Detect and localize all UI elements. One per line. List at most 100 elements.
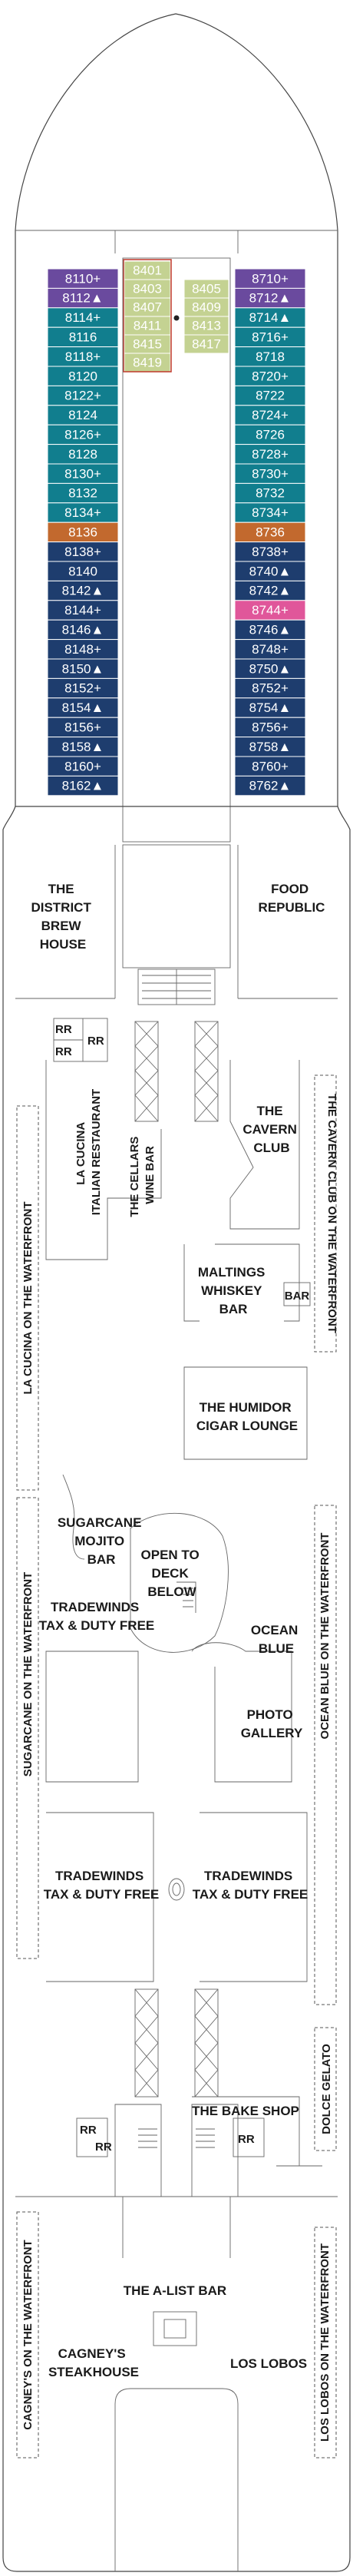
sugarcane-label: SUGARCANE MOJITO BAR (58, 1515, 145, 1567)
cabin-cell (234, 639, 306, 660)
cabin-8112[interactable]: 8112▲ (47, 287, 119, 309)
cabin-8714[interactable]: 8714▲ (234, 307, 306, 328)
cabin-8730[interactable]: 8730+ (234, 463, 306, 484)
cabin-number: 8114+ (65, 310, 101, 325)
cabin-8728[interactable]: 8728+ (234, 444, 306, 465)
cabin-cell (47, 307, 119, 328)
cabin-8158[interactable]: 8158▲ (47, 737, 119, 757)
cabin-8126[interactable]: 8126+ (47, 424, 119, 445)
cabin-8146[interactable]: 8146▲ (47, 619, 119, 641)
cabin-8160[interactable]: 8160+ (47, 756, 119, 776)
cabin-cell (47, 366, 119, 386)
cabin-number: 8756+ (252, 720, 289, 734)
cabin-number: 8116 (69, 329, 97, 344)
cabin-number: 8720+ (252, 369, 289, 383)
cabin-8118[interactable]: 8118+ (47, 346, 119, 367)
cabin-8415[interactable]: 8415 (124, 334, 171, 354)
cabin-8114[interactable]: 8114+ (47, 307, 119, 328)
cabin-cell (47, 677, 119, 699)
cabin-8712[interactable]: 8712▲ (234, 287, 306, 309)
cavern-club-wall (229, 1060, 300, 1230)
cabin-8124[interactable]: 8124 (47, 405, 119, 425)
cabin-8732[interactable]: 8732 (234, 482, 306, 504)
cabin-number: 8744+ (252, 603, 289, 618)
cabin-8758[interactable]: 8758▲ (234, 737, 306, 757)
cabin-8740[interactable]: 8740▲ (234, 561, 306, 581)
cabin-number: 8758▲ (249, 740, 292, 754)
cabin-cell (47, 482, 119, 504)
cabin-8401[interactable]: 8401 (124, 260, 171, 280)
cabin-8748[interactable]: 8748+ (234, 639, 306, 660)
cabin-8718[interactable]: 8718 (234, 346, 306, 367)
cabin-8760[interactable]: 8760+ (234, 756, 306, 776)
cabin-number: 8122+ (64, 389, 101, 403)
open-to-deck-label: OPEN TO DECK BELOW (141, 1548, 203, 1599)
food-republic-label: FOOD REPUBLIC (259, 882, 325, 915)
cabin-8116[interactable]: 8116 (47, 326, 119, 348)
cabin-8746[interactable]: 8746▲ (234, 619, 306, 641)
cabin-8407[interactable]: 8407 (124, 297, 171, 317)
cabin-8744[interactable]: 8744+ (234, 600, 306, 621)
cabin-8130[interactable]: 8130+ (47, 463, 119, 484)
cabin-8403[interactable]: 8403 (124, 279, 171, 299)
cabin-8411[interactable]: 8411 (124, 316, 171, 336)
cabin-8156[interactable]: 8156+ (47, 717, 119, 738)
cabin-8128[interactable]: 8128 (47, 444, 119, 465)
cabin-number: 8162▲ (62, 779, 104, 793)
cabin-8754[interactable]: 8754▲ (234, 697, 306, 718)
cabin-8110[interactable]: 8110+ (47, 268, 119, 289)
cabin-8756[interactable]: 8756+ (234, 717, 306, 738)
cabin-8742[interactable]: 8742▲ (234, 580, 306, 601)
cabin-8162[interactable]: 8162▲ (47, 775, 119, 796)
cabin-8138[interactable]: 8138+ (47, 541, 119, 562)
cabin-8734[interactable]: 8734+ (234, 502, 306, 523)
cabin-8726[interactable]: 8726 (234, 424, 306, 445)
cabin-8413[interactable]: 8413 (183, 316, 229, 336)
cabin-8722[interactable]: 8722 (234, 385, 306, 406)
aft-stair-steps (138, 2128, 215, 2148)
cabin-8405[interactable]: 8405 (183, 279, 229, 299)
cabin-number: 8718 (256, 349, 285, 364)
cabin-cell (47, 737, 119, 757)
cabin-8738[interactable]: 8738+ (234, 541, 306, 562)
cabin-cell (124, 279, 171, 299)
cabin-8150[interactable]: 8150▲ (47, 658, 119, 679)
humidor-wall (183, 1366, 308, 1460)
restroom-label-aft-2: RR (95, 2141, 112, 2154)
cabin-8134[interactable]: 8134+ (47, 502, 119, 523)
cabin-8409[interactable]: 8409 (183, 297, 229, 317)
cabin-number: 8736 (256, 525, 285, 539)
restroom-label-3: RR (87, 1035, 104, 1048)
tradewinds-right-label: TRADEWINDS TAX & DUTY FREE (193, 1869, 308, 1902)
cabin-8140[interactable]: 8140 (47, 561, 119, 581)
cabin-8762[interactable]: 8762▲ (234, 775, 306, 796)
cabin-cell (47, 600, 119, 621)
cabin-number: 8760+ (252, 759, 289, 773)
cabin-8122[interactable]: 8122+ (47, 385, 119, 406)
cabin-8142[interactable]: 8142▲ (47, 580, 119, 601)
cabin-number: 8732 (256, 486, 285, 501)
cabin-8417[interactable]: 8417 (183, 334, 229, 354)
cabin-number: 8110+ (65, 271, 101, 286)
cabin-8144[interactable]: 8144+ (47, 600, 119, 621)
cabin-8154[interactable]: 8154▲ (47, 697, 119, 718)
cabin-8152[interactable]: 8152+ (47, 677, 119, 699)
cabin-8132[interactable]: 8132 (47, 482, 119, 504)
cabin-number: 8740▲ (249, 564, 292, 578)
cabin-cell (47, 346, 119, 367)
cabin-8419[interactable]: 8419 (124, 353, 171, 372)
cabin-8752[interactable]: 8752+ (234, 677, 306, 699)
cabin-8750[interactable]: 8750▲ (234, 658, 306, 679)
cabin-8716[interactable]: 8716+ (234, 326, 306, 348)
cabin-8148[interactable]: 8148+ (47, 639, 119, 660)
cabin-8736[interactable]: 8736 (234, 521, 306, 543)
cabin-number: 8138+ (64, 545, 101, 559)
cabin-8136[interactable]: 8136 (47, 521, 119, 543)
cabin-8724[interactable]: 8724+ (234, 405, 306, 425)
cabin-number: 8413 (192, 318, 221, 333)
cabin-8720[interactable]: 8720+ (234, 366, 306, 386)
waterfront-ocean-blue-zone (314, 1505, 337, 2005)
cabin-cell (234, 756, 306, 776)
cabin-8710[interactable]: 8710+ (234, 268, 306, 289)
cabin-8120[interactable]: 8120 (47, 366, 119, 386)
